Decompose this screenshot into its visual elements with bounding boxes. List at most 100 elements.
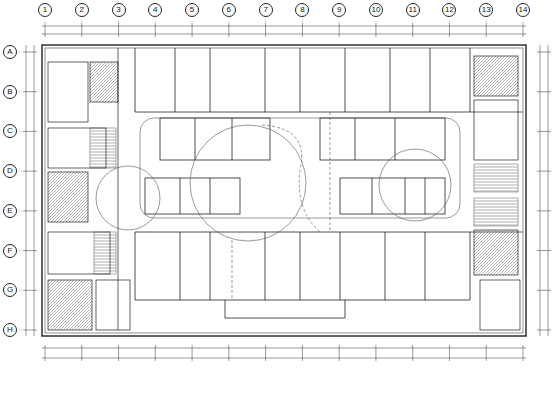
stair-step: [94, 244, 116, 245]
stair-step: [474, 216, 518, 217]
axis-line: [81, 20, 82, 23]
axis-bubble: E: [3, 204, 17, 218]
axis-number: E: [7, 207, 12, 215]
axis-number: G: [7, 286, 13, 294]
axis-number: 7: [263, 6, 267, 14]
axis-number: 3: [116, 6, 120, 14]
axis-line: [18, 330, 22, 331]
stair-step: [90, 161, 116, 162]
stair-step: [94, 259, 116, 260]
axis-line: [523, 20, 524, 23]
axis-line: [45, 20, 46, 23]
axis-bubble: 6: [222, 3, 236, 17]
axis-line: [18, 131, 22, 132]
axis-bubble: 13: [479, 3, 493, 17]
axis-bubble: 5: [185, 3, 199, 17]
stair-step: [90, 152, 116, 153]
axis-number: A: [7, 48, 12, 56]
stair-step: [90, 140, 116, 141]
dimension-tick: [118, 345, 119, 361]
stair-step: [90, 158, 116, 159]
dimension-tick: [23, 250, 37, 251]
dimension-tick: [23, 131, 37, 132]
stair-step: [90, 131, 116, 132]
axis-bubble: H: [3, 323, 17, 337]
axis-line: [18, 91, 22, 92]
axis-number: 10: [371, 6, 380, 14]
dimension-tick: [486, 23, 487, 37]
dimension-tick: [537, 330, 551, 331]
dimension-tick: [537, 52, 551, 53]
stair-step: [90, 143, 116, 144]
stair-step: [90, 134, 116, 135]
axis-bubble: A: [3, 45, 17, 59]
dimension-tick: [81, 345, 82, 361]
axis-number: 14: [519, 6, 528, 14]
dimension-tick: [537, 91, 551, 92]
axis-bubble: 8: [295, 3, 309, 17]
axis-line: [412, 20, 413, 23]
dimension-tick: [23, 91, 37, 92]
stair-step: [94, 247, 116, 248]
axis-bubble: 1: [38, 3, 52, 17]
axis-line: [18, 290, 22, 291]
stair-step: [474, 170, 518, 171]
axis-line: [155, 20, 156, 23]
dimension-tick: [412, 23, 413, 37]
axis-number: 5: [190, 6, 194, 14]
axis-line: [486, 20, 487, 23]
stair-step: [94, 256, 116, 257]
dimension-tick: [412, 345, 413, 361]
dimension-tick: [265, 23, 266, 37]
stair-step: [94, 235, 116, 236]
stair-step: [474, 167, 518, 168]
axis-number: 2: [80, 6, 84, 14]
dimension-tick: [23, 210, 37, 211]
stair-outline: [474, 164, 518, 192]
stair-step: [474, 188, 518, 189]
dimension-tick: [23, 290, 37, 291]
stair-step: [90, 137, 116, 138]
dimension-tick: [523, 345, 524, 361]
axis-bubble: 11: [406, 3, 420, 17]
axis-bubble: C: [3, 124, 17, 138]
axis-line: [339, 20, 340, 23]
dimension-tick: [23, 171, 37, 172]
stair-step: [90, 167, 116, 168]
axis-line: [265, 20, 266, 23]
stair-step: [94, 253, 116, 254]
axis-line: [302, 20, 303, 23]
dimension-tick: [265, 345, 266, 361]
stair-step: [94, 241, 116, 242]
stair-step: [94, 262, 116, 263]
axis-bubble: 7: [259, 3, 273, 17]
stair-step: [90, 146, 116, 147]
stair-step: [94, 238, 116, 239]
axis-number: F: [8, 247, 13, 255]
dimension-tick: [81, 23, 82, 37]
stair-step: [474, 173, 518, 174]
axis-bubble: D: [3, 164, 17, 178]
dimension-tick: [523, 23, 524, 37]
stair-step: [474, 185, 518, 186]
axis-number: 12: [445, 6, 454, 14]
stair-step: [474, 213, 518, 214]
axis-number: 8: [300, 6, 304, 14]
axis-line: [192, 20, 193, 23]
axis-line: [375, 20, 376, 23]
dimension-tick: [228, 345, 229, 361]
stair-step: [474, 225, 518, 226]
stair-outline: [94, 232, 116, 274]
dimension-tick: [375, 345, 376, 361]
stair-step: [474, 222, 518, 223]
axis-number: 1: [43, 6, 47, 14]
axis-number: 4: [153, 6, 157, 14]
stair-step: [474, 201, 518, 202]
dimension-tick: [339, 23, 340, 37]
dimension-tick: [155, 345, 156, 361]
axis-number: 6: [227, 6, 231, 14]
axis-line: [228, 20, 229, 23]
axis-line: [18, 171, 22, 172]
